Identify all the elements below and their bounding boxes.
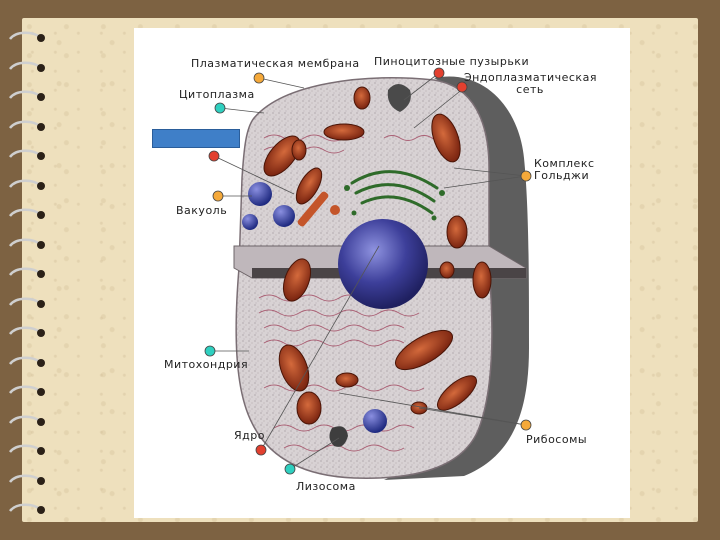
spiral-ring	[9, 267, 45, 278]
spiral-ring	[9, 120, 45, 131]
label-nucleus: Ядро	[234, 429, 265, 442]
pinocytic-vesicle	[387, 84, 411, 112]
golgi-vesicles	[344, 185, 445, 221]
spiral-ring	[9, 238, 45, 249]
cell-figure: Плазматическая мембрана Пиноцитозные пуз…	[134, 28, 630, 518]
leader-lines	[210, 72, 527, 470]
cell-shadow	[384, 76, 529, 480]
label-mitochondria: Митохондрия	[164, 358, 249, 371]
spiral-ring	[9, 503, 45, 514]
label-markers	[204, 67, 532, 475]
spiral-ring	[9, 179, 45, 190]
label-er-line2: сеть	[516, 83, 544, 96]
label-lysosome: Лизосома	[296, 480, 356, 493]
lysosome	[329, 426, 348, 447]
spiral-ring	[9, 474, 45, 485]
vesicle	[330, 205, 340, 215]
spiral-ring	[9, 356, 45, 367]
golgi-complex	[350, 170, 439, 215]
spiral-ring	[9, 385, 45, 396]
mitochondria-group	[263, 86, 492, 425]
spiral-ring	[9, 326, 45, 337]
spiral-ring	[9, 208, 45, 219]
label-golgi-line2: Гольджи	[534, 169, 590, 182]
label-er-line1: Эндоплазматическая	[464, 71, 597, 84]
centriole	[297, 191, 329, 227]
spiral-ring	[9, 31, 45, 42]
label-vacuole: Вакуоль	[176, 204, 228, 217]
label-pinocytic-vesicles: Пиноцитозные пузырьки	[374, 55, 530, 68]
label-golgi-line1: Комплекс	[534, 157, 595, 170]
spiral-ring	[9, 149, 45, 160]
label-er: Эндоплазматическая сеть	[464, 72, 596, 96]
spiral-ring	[9, 61, 45, 72]
label-cytoplasm: Цитоплазма	[179, 88, 255, 101]
label-plasma-membrane: Плазматическая мембрана	[191, 57, 360, 70]
nucleus	[338, 219, 428, 309]
label-ribosomes: Рибосомы	[526, 433, 588, 446]
cell-diagram	[204, 67, 532, 480]
spiral-ring	[9, 90, 45, 101]
label-cover-box	[152, 129, 240, 148]
er-network	[258, 134, 449, 452]
vacuoles	[242, 182, 387, 433]
spiral-ring	[9, 415, 45, 426]
spiral-ring	[9, 297, 45, 308]
spiral-ring	[9, 444, 45, 455]
label-golgi: Комплекс Гольджи	[534, 158, 595, 182]
